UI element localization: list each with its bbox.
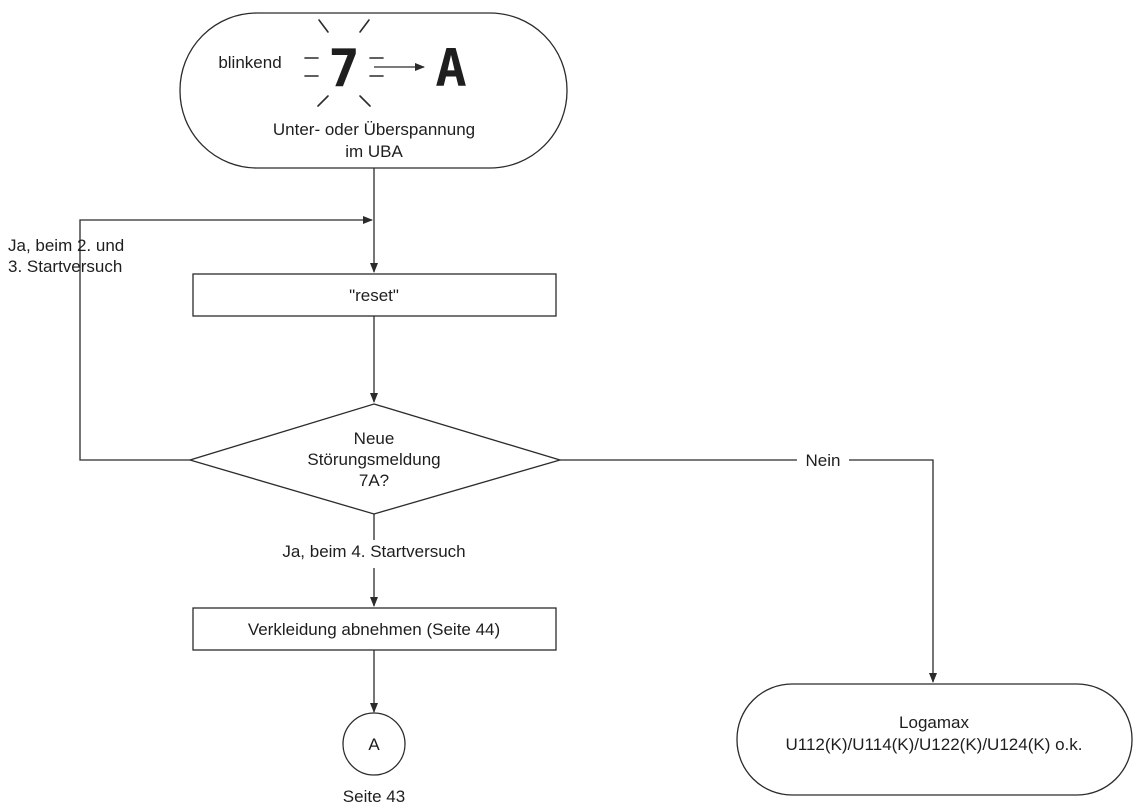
loop-back-arrow xyxy=(79,216,373,461)
reset-label: "reset" xyxy=(349,286,399,305)
decision-line1: Neue xyxy=(354,429,395,448)
end-text-line2: U112(K)/U114(K)/U122(K)/U124(K) o.k. xyxy=(786,735,1083,754)
decision-line2: Störungsmeldung xyxy=(307,450,440,469)
remove-cover-label: Verkleidung abnehmen (Seite 44) xyxy=(248,620,500,639)
remove-cover-box-shape xyxy=(192,607,557,651)
loop-label-line2: 3. Startversuch xyxy=(8,257,122,276)
blink-rays-icon xyxy=(304,19,384,107)
connector-circle: A xyxy=(342,712,406,776)
start-text-line2: im UBA xyxy=(345,142,403,161)
no-label-backing xyxy=(797,450,849,470)
start-text-line1: Unter- oder Überspannung xyxy=(273,120,475,139)
connector-page-ref: Seite 43 xyxy=(343,787,405,806)
end-text-line1: Logamax xyxy=(899,713,969,732)
arrow-no-branch xyxy=(560,459,937,683)
reset-box-shape xyxy=(192,273,557,317)
no-label: Nein xyxy=(806,451,841,470)
end-terminator-shape xyxy=(736,683,1133,796)
decision-diamond: Neue Störungsmeldung 7A? xyxy=(187,403,563,515)
yes4-label: Ja, beim 4. Startversuch xyxy=(282,542,465,561)
decision-line3: 7A? xyxy=(359,471,389,490)
end-terminator: Logamax U112(K)/U114(K)/U122(K)/U124(K) … xyxy=(736,683,1133,796)
remove-cover-box: Verkleidung abnehmen (Seite 44) xyxy=(192,607,557,651)
loop-label-line1: Ja, beim 2. und xyxy=(8,236,124,255)
connector-circle-shape xyxy=(342,712,406,776)
display-code-7: 7 xyxy=(328,39,359,99)
reset-box: "reset" xyxy=(192,273,557,317)
blinking-label: blinkend xyxy=(218,53,281,72)
start-terminator: blinkend 7 A Unter- oder Überspannung im… xyxy=(179,12,568,169)
connector-letter: A xyxy=(368,735,380,754)
display-code-a: A xyxy=(435,39,466,99)
